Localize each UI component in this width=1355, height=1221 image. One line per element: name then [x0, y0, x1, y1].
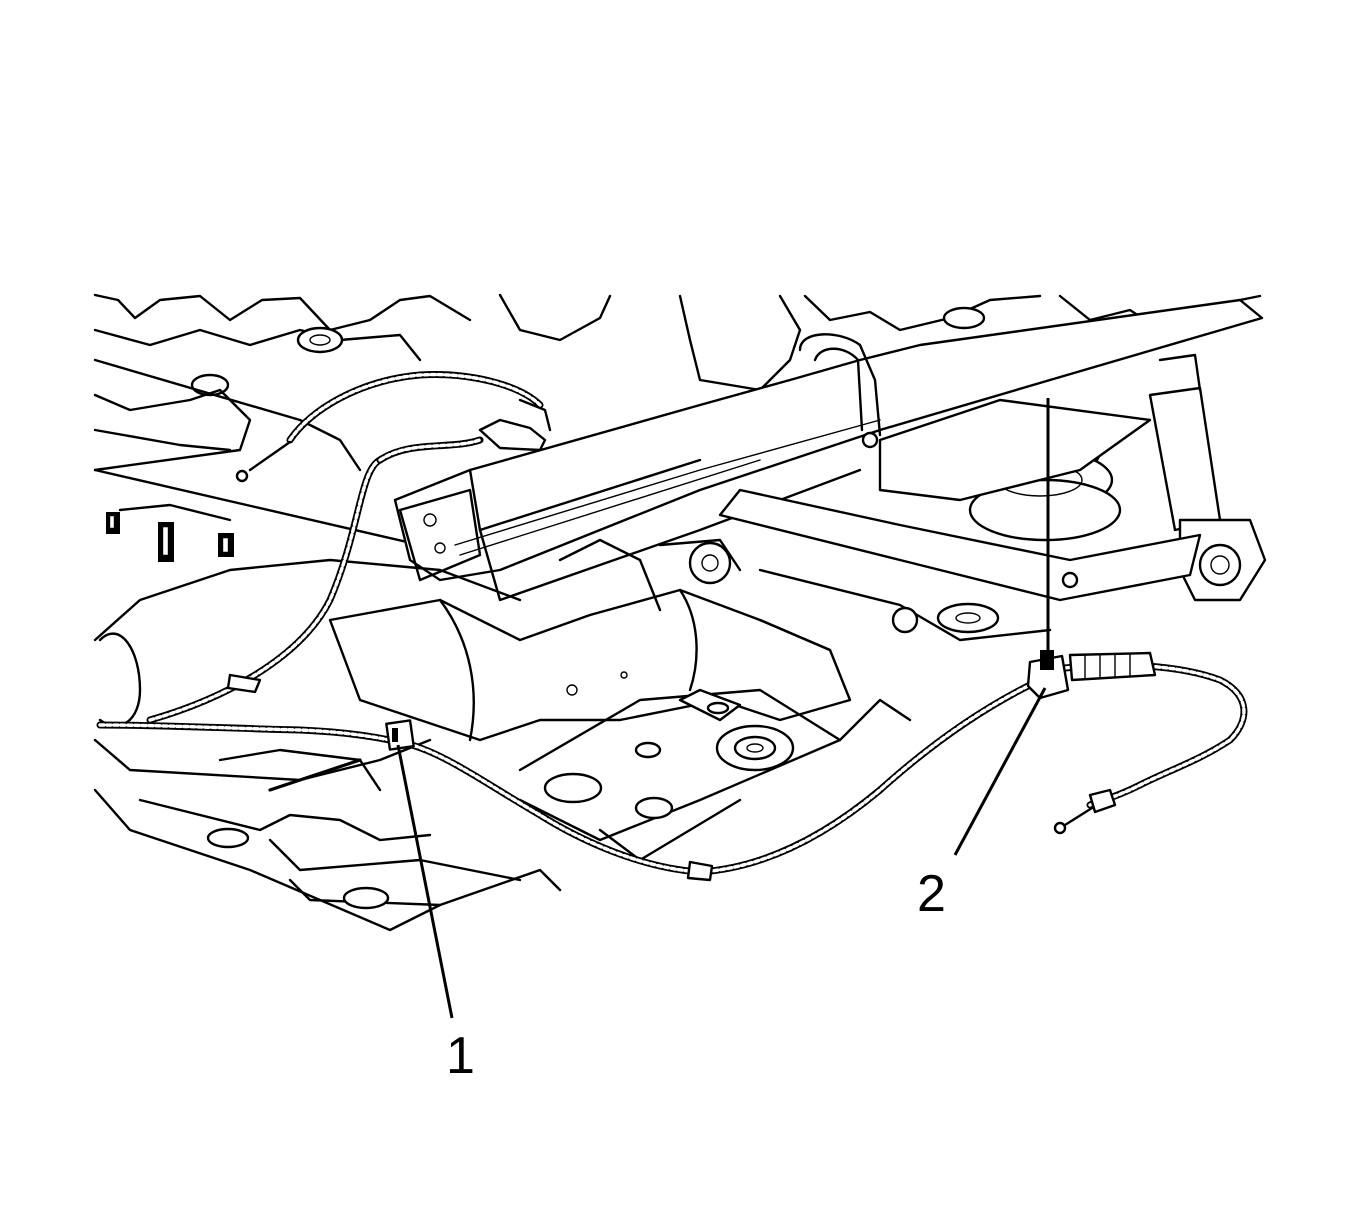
parking-brake-cable-left — [96, 371, 704, 876]
callout-leaders — [396, 398, 1050, 1019]
rear-suspension-arm — [718, 398, 1202, 642]
callout-label-1: 1 — [446, 1027, 475, 1085]
callout-label-2: 2 — [917, 865, 946, 923]
exhaust-pipe — [328, 538, 852, 742]
left-frame-rail — [93, 358, 422, 562]
parking-brake-cable-right — [686, 650, 1248, 882]
leader-line-1 — [396, 744, 454, 1019]
leader-line-2 — [953, 687, 1047, 856]
center-floor-mounts — [518, 671, 912, 862]
floor-pan — [93, 558, 562, 932]
